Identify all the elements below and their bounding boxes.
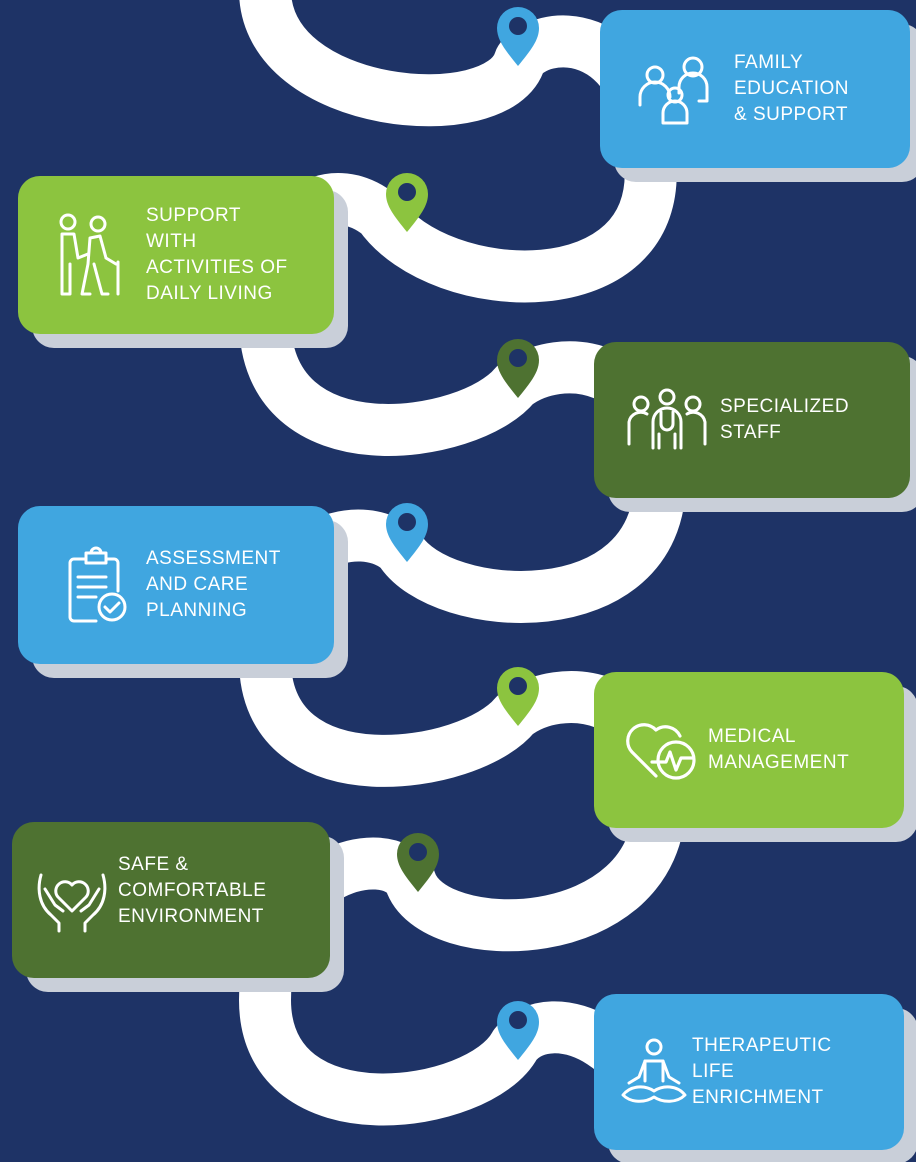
location-pin-icon bbox=[386, 173, 428, 232]
location-pin-icon bbox=[497, 1001, 539, 1060]
clipboard-check-icon bbox=[60, 543, 132, 627]
location-pin-icon bbox=[497, 667, 539, 726]
step-card-staff: SPECIALIZED STAFF bbox=[594, 342, 910, 498]
heart-pulse-icon bbox=[620, 718, 700, 782]
step-label: ASSESSMENT AND CARE PLANNING bbox=[146, 548, 281, 621]
family-icon bbox=[630, 53, 722, 125]
step-label: THERAPEUTIC LIFE ENRICHMENT bbox=[692, 1035, 832, 1108]
step-label: SUPPORT WITH ACTIVITIES OF DAILY LIVING bbox=[146, 205, 288, 304]
location-pin-icon bbox=[497, 339, 539, 398]
walking-assist-icon bbox=[48, 212, 128, 298]
step-card-assessment: ASSESSMENT AND CARE PLANNING bbox=[18, 506, 334, 664]
hands-heart-icon bbox=[34, 867, 110, 933]
step-label: MEDICAL MANAGEMENT bbox=[708, 726, 850, 773]
location-pin-icon bbox=[497, 7, 539, 66]
step-card-environment: SAFE & COMFORTABLE ENVIRONMENT bbox=[12, 822, 330, 978]
step-card-therapeutic: THERAPEUTIC LIFE ENRICHMENT bbox=[594, 994, 904, 1150]
step-label: FAMILY EDUCATION & SUPPORT bbox=[734, 52, 849, 125]
location-pin-icon bbox=[386, 503, 428, 562]
step-card-family: FAMILY EDUCATION & SUPPORT bbox=[600, 10, 910, 168]
step-label: SPECIALIZED STAFF bbox=[720, 396, 850, 443]
medical-staff-icon bbox=[622, 388, 712, 452]
step-card-adl: SUPPORT WITH ACTIVITIES OF DAILY LIVING bbox=[18, 176, 334, 334]
step-card-medical: MEDICAL MANAGEMENT bbox=[594, 672, 904, 828]
meditation-icon bbox=[616, 1037, 692, 1107]
location-pin-icon bbox=[397, 833, 439, 892]
step-label: SAFE & COMFORTABLE ENVIRONMENT bbox=[118, 854, 267, 927]
